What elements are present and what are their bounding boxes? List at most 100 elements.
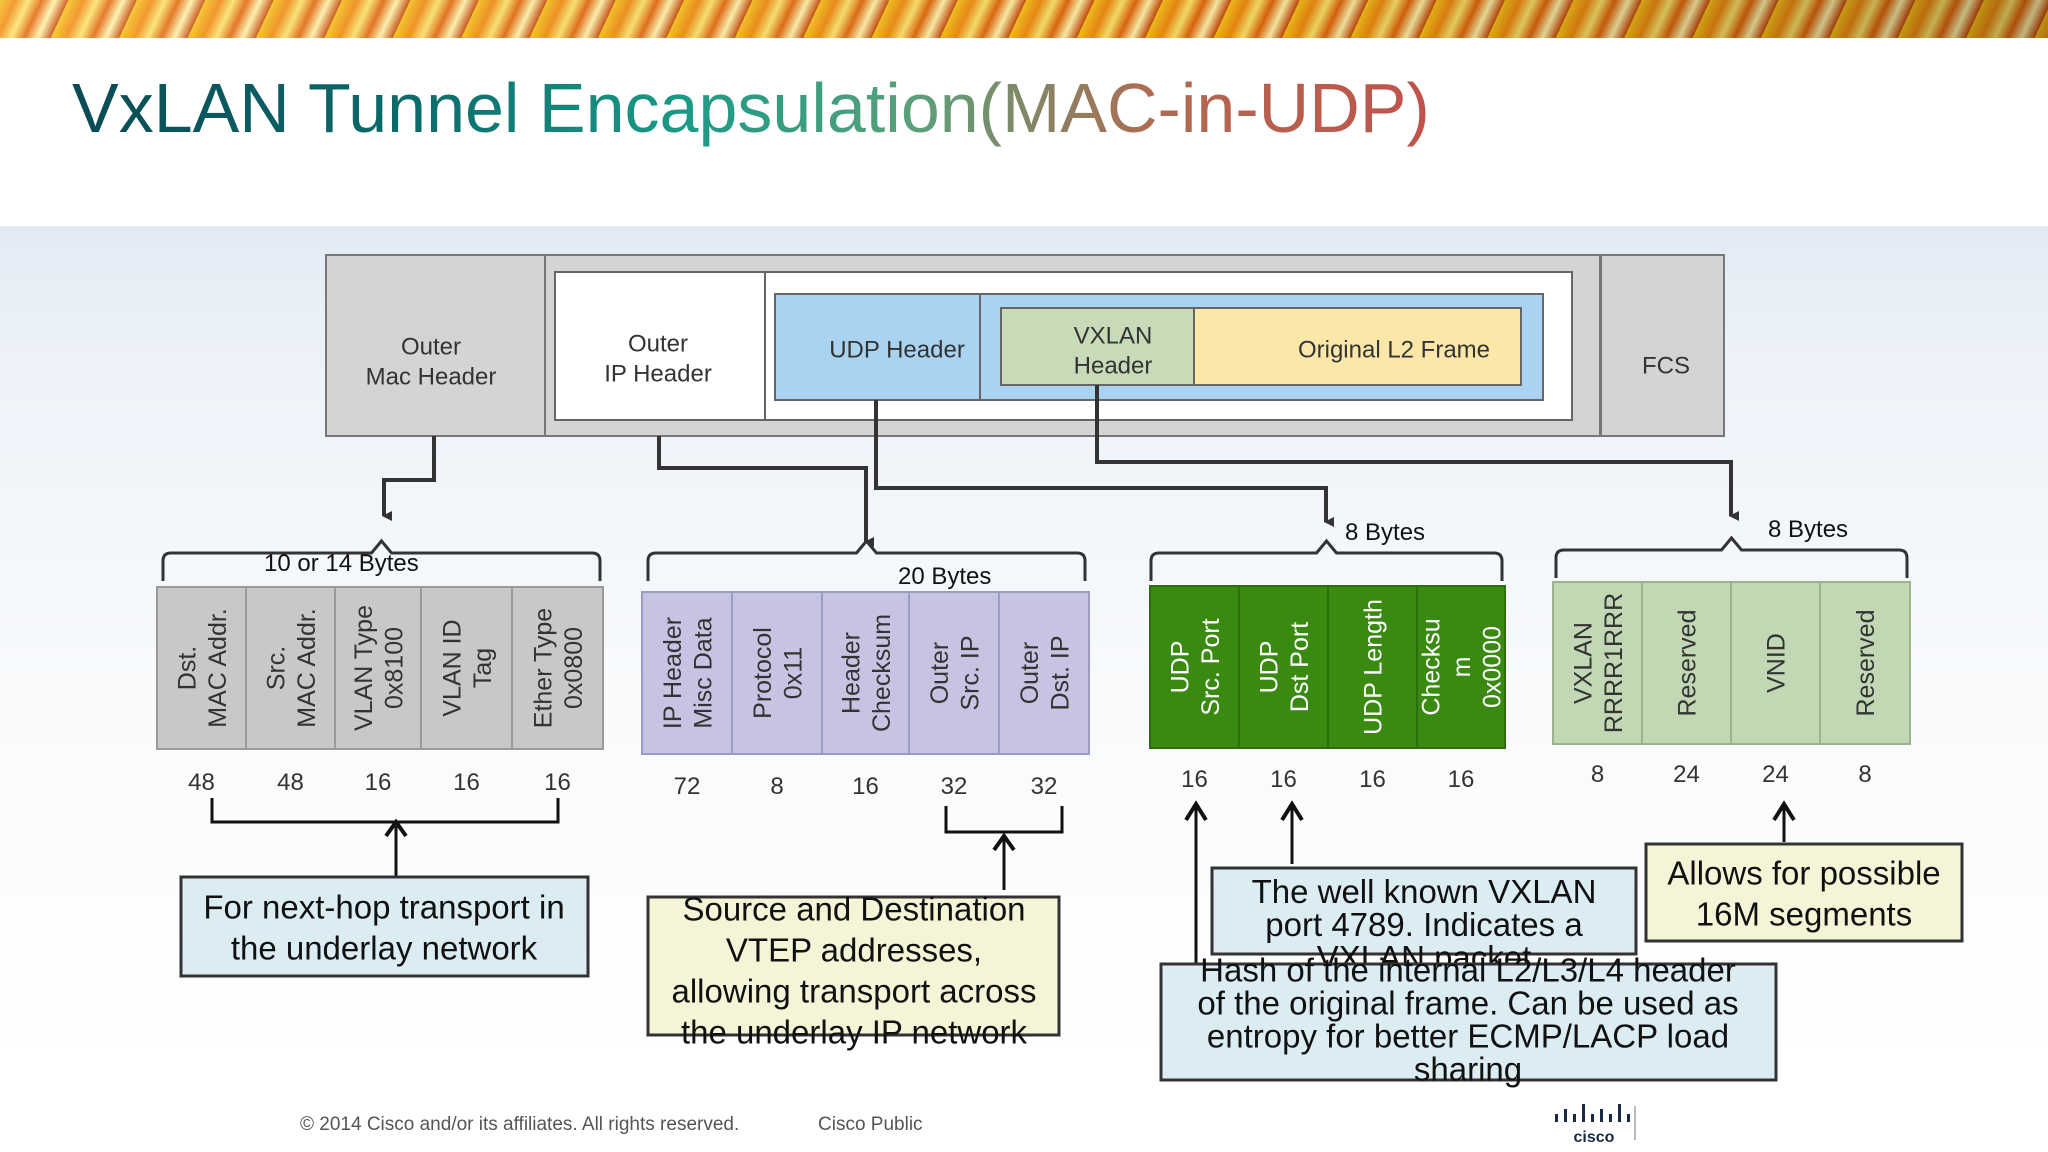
decorative-banner <box>0 0 2048 38</box>
vxlan-field-label-holder: VNID <box>1763 633 1791 693</box>
connector-outer-ip <box>657 436 874 547</box>
callout-next_hop-box <box>179 875 590 978</box>
brace-vxlan <box>1554 535 1909 578</box>
vxlan-field-bits: 24 <box>1673 761 1700 788</box>
arrowhead-next-hop <box>384 818 408 838</box>
callout-hash-text-line: entropy for better ECMP/LACP load <box>1207 1017 1729 1054</box>
mac-field-box <box>156 586 247 750</box>
ip-field-box <box>731 591 823 755</box>
frame-fcs-label-line: FCS <box>1642 353 1690 380</box>
vxlan-field-label: Reserved <box>1674 610 1702 717</box>
udp-field-label-line: Src. Port <box>1197 618 1225 715</box>
vxlan-field-label-group: Reserved <box>1852 610 1880 717</box>
mac-field-label-group: Dst.MAC Addr. <box>173 608 232 728</box>
udp-field-bits: 16 <box>1181 766 1208 793</box>
frame-outer-ip-label-line: IP Header <box>604 361 712 388</box>
udp-field-bits: 16 <box>1448 766 1475 793</box>
callout-hash-text-line: Hash of the internal L2/L3/L4 header <box>1200 951 1736 988</box>
size-label-ip: 20 Bytes <box>898 563 991 590</box>
callout-next_hop-text-line: the underlay network <box>231 929 538 966</box>
udp-field-label: UDP Length <box>1360 599 1388 735</box>
callout-hash-text-line: sharing <box>1414 1050 1522 1087</box>
mac-field-label-line: Src. <box>262 646 290 690</box>
vxlan-field-label-line: Reserved <box>1674 610 1702 717</box>
vxlan-field-label-holder: Reserved <box>1674 610 1702 717</box>
callout-hash-text-line: of the original frame. Can be used as <box>1197 984 1738 1021</box>
size-label-vxlan: 8 Bytes <box>1768 516 1848 543</box>
footer-classification: Cisco Public <box>818 1114 923 1135</box>
callout-vtep-box <box>646 895 1061 1037</box>
udp-field-label-line: 0x0000 <box>1479 626 1507 708</box>
frame-original-l2 <box>1193 307 1522 386</box>
frame-outer-ip-label-line: Outer <box>628 331 688 358</box>
callout-segments-box <box>1644 842 1964 943</box>
vxlan-field-label-group: VNID <box>1763 633 1791 693</box>
footer-band <box>0 1068 2048 1152</box>
cisco-logo: cisco <box>1555 1104 1630 1146</box>
title-area <box>0 38 2048 226</box>
callout-vtep-text-line: allowing transport across <box>672 972 1037 1009</box>
ip-field-label-line: Header <box>837 632 865 714</box>
callout-vtep-text-line: the underlay IP network <box>681 1013 1028 1050</box>
mac-field-bits: 16 <box>365 769 392 796</box>
vxlan-field-label-line: Reserved <box>1852 610 1880 717</box>
footer-copyright: © 2014 Cisco and/or its affiliates. All … <box>300 1114 740 1135</box>
mac-field-box <box>511 586 604 750</box>
bracket-mac-bits <box>210 798 560 824</box>
ip-field-label-line: Protocol <box>749 627 777 719</box>
mac-field-label: Src.MAC Addr. <box>262 608 321 728</box>
frame-outer-mac-label-line: Outer <box>401 334 461 361</box>
frame-fcs <box>1600 254 1725 437</box>
udp-field-label-line: UDP <box>1166 641 1194 694</box>
udp-field-label-line: Dst Port <box>1286 622 1314 712</box>
cisco-logo-bars <box>1555 1104 1630 1122</box>
ip-field-label-line: Outer <box>1016 642 1044 705</box>
brace-ip <box>646 538 1087 581</box>
udp-field-label-line: Checksu <box>1418 618 1446 715</box>
ip-field-label-line: Dst. IP <box>1046 635 1074 710</box>
callout-segments-text-line: Allows for possible <box>1667 854 1940 891</box>
callout-vtep-text-line: VTEP addresses, <box>726 931 982 968</box>
callout-well_known-box <box>1210 866 1638 956</box>
vxlan-field-label-holder: Reserved <box>1852 610 1880 717</box>
ip-field-bits: 72 <box>674 773 701 800</box>
ip-field-box <box>641 591 733 755</box>
udp-field-box <box>1327 585 1418 749</box>
mac-field-label-line: MAC Addr. <box>204 608 232 728</box>
brace-mac <box>161 538 602 581</box>
arrowhead-segments <box>1772 800 1796 822</box>
mac-field-label-holder: Src.MAC Addr. <box>262 608 321 728</box>
mac-field-label-holder: Dst.MAC Addr. <box>173 608 232 728</box>
mac-field-bits: 48 <box>277 769 304 796</box>
size-label-udp: 8 Bytes <box>1345 519 1425 546</box>
vxlan-field-label-line: RRRR1RRR <box>1600 593 1628 733</box>
arrowhead-vtep <box>992 832 1016 852</box>
footer-divider <box>1634 1106 1636 1140</box>
